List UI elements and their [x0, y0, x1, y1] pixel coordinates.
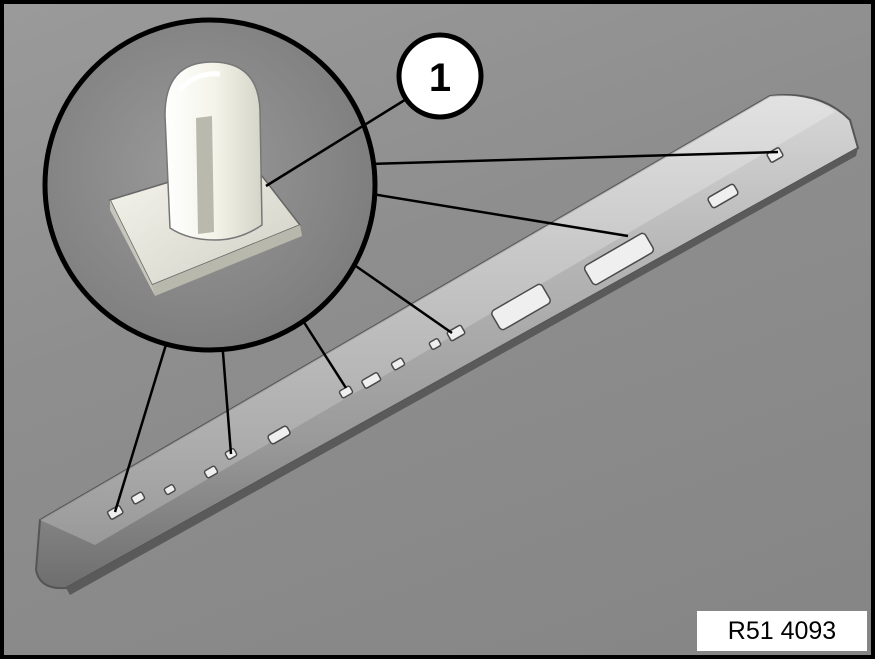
leader-lines — [113, 150, 779, 513]
detail-magnifier — [42, 17, 378, 353]
trim-strip — [34, 94, 860, 595]
mounting-holes — [106, 147, 784, 520]
diagram-illustration: 1 — [34, 17, 860, 595]
callout-leader — [265, 96, 409, 188]
callout-bubble: 1 — [396, 32, 484, 120]
reference-code: R51 4093 — [697, 611, 867, 651]
callout-number: 1 — [429, 56, 451, 100]
